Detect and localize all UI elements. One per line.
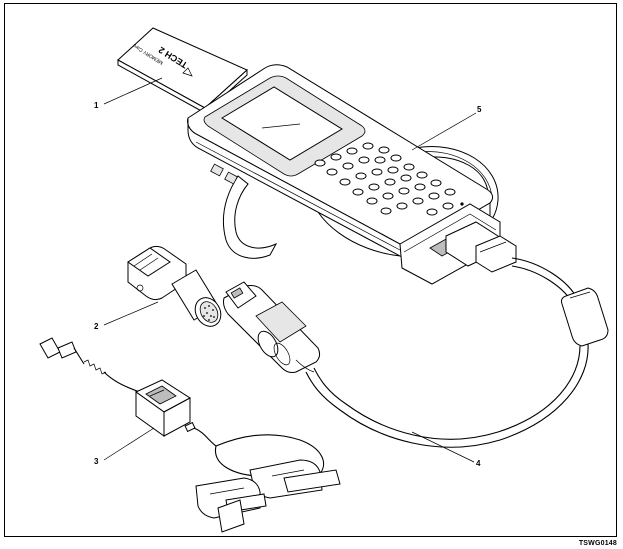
figure-code: TSWG0148	[578, 540, 617, 547]
memory-card: TECH 2 MEMORY Card	[117, 27, 248, 115]
callout-1: 1	[94, 77, 163, 110]
callout-4: 4	[411, 431, 481, 468]
keypad	[314, 142, 470, 216]
svg-text:1: 1	[94, 101, 99, 110]
svg-text:5: 5	[477, 105, 482, 114]
svg-text:2: 2	[94, 322, 99, 331]
callout-3: 3	[94, 427, 155, 466]
svg-text:3: 3	[94, 457, 99, 466]
callout-5: 5	[411, 105, 482, 151]
dlc-cable	[223, 221, 609, 448]
tech2-scanner	[187, 64, 501, 285]
adapter	[127, 245, 222, 327]
callout-2: 2	[94, 301, 159, 331]
power-cable-adapter	[39, 337, 341, 533]
svg-text:4: 4	[476, 459, 481, 468]
